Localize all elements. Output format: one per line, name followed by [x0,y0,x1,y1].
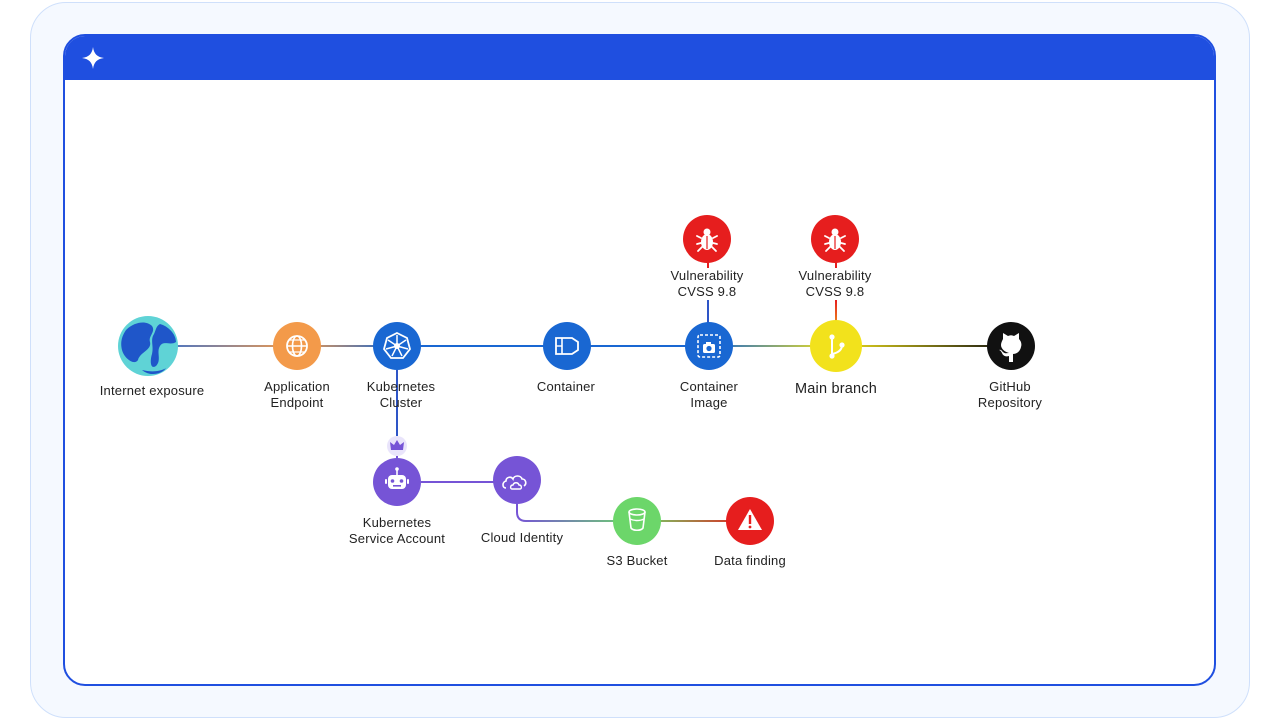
label-service-account: Kubernetes Service Account [349,515,445,547]
label-endpoint: Application Endpoint [264,379,330,411]
node-endpoint[interactable] [273,322,321,370]
window-header [65,36,1214,80]
node-vuln2[interactable] [811,215,859,263]
node-internet[interactable] [118,316,178,376]
label-s3: S3 Bucket [606,553,667,569]
crown-badge [387,436,407,456]
globe-icon [118,316,178,376]
bug-icon [683,215,731,263]
label-data-finding-line1: Data finding [714,553,786,568]
label-container-line1: Container [536,379,596,394]
label-s3-line1: S3 Bucket [606,553,668,568]
node-data-finding[interactable] [726,497,774,545]
bucket-icon [613,497,661,545]
label-image-line2: Image [690,395,728,410]
node-image[interactable] [685,322,733,370]
label-endpoint-line1: Application [264,379,330,394]
container-icon [543,322,591,370]
label-branch-line1: Main branch [795,381,877,397]
label-service-account-line2: Service Account [348,531,446,546]
node-cluster[interactable] [373,322,421,370]
edge-cloud-s3 [516,504,614,522]
container-image-icon [685,322,733,370]
warning-icon [726,497,774,545]
label-data-finding: Data finding [714,553,786,569]
label-github-line2: Repository [977,395,1043,410]
graph-window [63,34,1216,686]
robot-icon [373,458,421,506]
label-internet: Internet exposure [100,383,205,399]
label-cloud-identity: Cloud Identity [481,530,563,546]
label-cluster-line2: Cluster [379,395,423,410]
label-vuln1-line1: Vulnerability [670,268,744,283]
label-service-account-line1: Kubernetes [362,515,432,530]
node-github[interactable] [987,322,1035,370]
github-icon [987,322,1035,370]
label-vuln1: Vulnerability CVSS 9.8 [671,268,744,300]
cloud-icon [493,456,541,504]
label-vuln2-line1: Vulnerability [798,268,872,283]
git-branch-icon [810,320,862,372]
node-service-account[interactable] [373,458,421,506]
label-github: GitHub Repository [978,379,1042,411]
node-s3[interactable] [613,497,661,545]
node-vuln1[interactable] [683,215,731,263]
web-icon [273,322,321,370]
bug-icon [811,215,859,263]
label-cluster: Kubernetes Cluster [367,379,436,411]
node-cloud-identity[interactable] [493,456,541,504]
label-github-line1: GitHub [989,379,1031,394]
label-cluster-line1: Kubernetes [366,379,436,394]
sparkle-icon [82,47,104,69]
crown-icon [387,436,407,456]
label-branch: Main branch [795,381,877,397]
label-cloud-identity-line1: Cloud Identity [480,530,564,545]
label-vuln1-line2: CVSS 9.8 [677,284,737,299]
label-vuln2-line2: CVSS 9.8 [805,284,865,299]
helm-wheel-icon [373,322,421,370]
label-internet-line1: Internet exposure [99,383,205,398]
node-container[interactable] [543,322,591,370]
node-branch[interactable] [810,320,862,372]
label-endpoint-line2: Endpoint [270,395,324,410]
label-container: Container [537,379,595,395]
label-vuln2: Vulnerability CVSS 9.8 [799,268,872,300]
label-image-line1: Container [679,379,739,394]
label-image: Container Image [680,379,738,411]
